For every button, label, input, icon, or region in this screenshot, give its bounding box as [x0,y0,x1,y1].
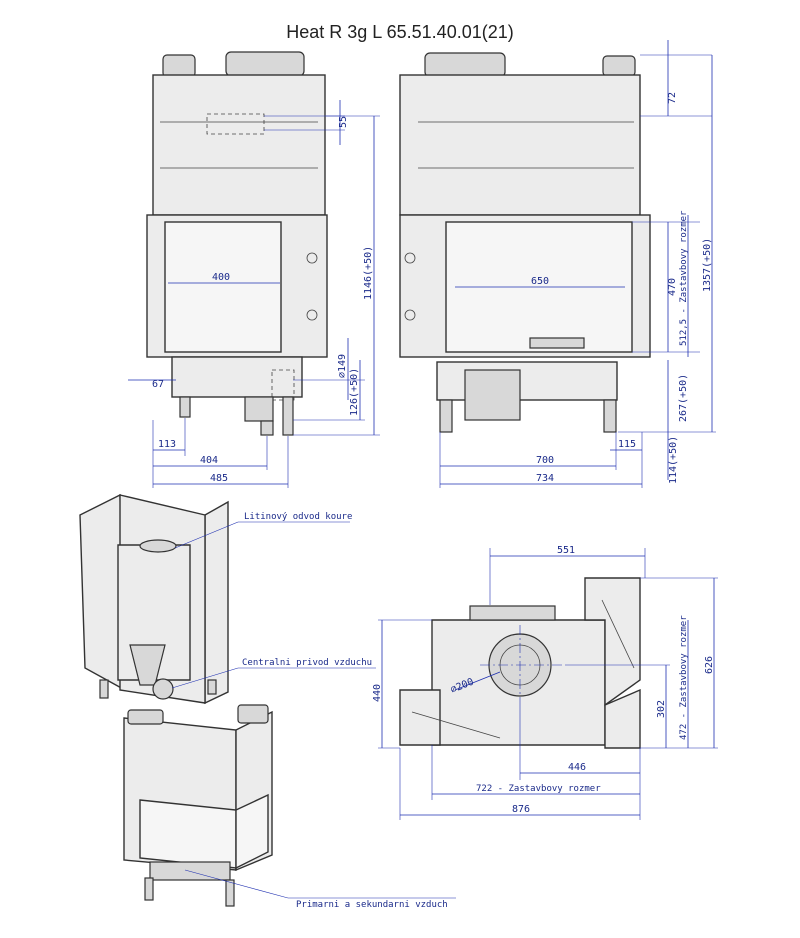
side-dim-700: 700 [536,455,554,466]
front-hinge-bottom [306,309,318,321]
iso1-right-panel [204,500,229,705]
side-top-handle-left [424,52,506,78]
drawing-title: Heat R 3g L 65.51.40.01(21) [286,22,514,42]
side-dim-1357: 1357(+50) [702,238,713,292]
side-base [436,361,618,401]
side-dim-470: 470 [667,278,678,296]
front-top-handle-center [225,51,305,77]
side-view: 650 72 470 512,5 - Zastavbovy rozmer 135… [399,40,716,488]
side-upper-body [399,74,641,216]
callout-flue: Litinový odvod koure [244,512,352,522]
plan-left-ear [399,689,441,746]
side-foot-left [439,399,453,433]
iso1-foot-1 [99,679,109,699]
front-view: 400 55 1146(+50) ∅149 126(+50) 67 113 [128,51,380,488]
front-dim-485: 485 [210,473,228,484]
callout-air-inlet-leader [171,667,239,689]
side-dim-115: 115 [618,439,636,450]
front-dim-67: 67 [152,379,164,390]
side-dim-267: 267(+50) [678,374,689,422]
side-top-handle-right [602,55,636,77]
side-dim-114: 114(+50) [668,436,679,484]
front-base [171,356,303,398]
plan-top-handle [469,605,556,621]
front-dim-126: 126(+50) [349,368,360,416]
callout-flue-leader [174,521,239,549]
side-grate [529,337,585,349]
side-dim-734: 734 [536,473,554,484]
iso2-base [149,861,231,881]
front-upper-body [152,74,326,216]
front-dim-149: ∅149 [337,354,348,378]
plan-dim-876: 876 [512,804,530,815]
front-foot-mid [260,420,274,436]
side-dim-650: 650 [531,276,549,287]
iso1-flue-collar [139,539,177,553]
iso2-foot-2 [225,879,235,907]
iso2-foot-1 [144,877,154,901]
plan-dim-302: 302 [656,700,667,718]
plan-dim-551: 551 [557,545,575,556]
iso2-handle-left [127,709,164,725]
front-top-slot-hidden [206,113,265,135]
side-air-box [464,369,521,421]
plan-dim-440: 440 [372,684,383,702]
side-hinge-top [404,252,416,264]
side-dim-512: 512,5 - Zastavbovy rozmer [679,210,689,346]
front-foot-left [179,396,191,418]
side-hinge-bottom [404,309,416,321]
front-glass [164,221,282,353]
plan-dim-472: 472 - Zastavbovy rozmer [679,615,689,740]
front-hinge-top [306,252,318,264]
front-dim-55: 55 [338,116,349,128]
plan-dim-626: 626 [704,656,715,674]
plan-view: 551 626 440 ∅200 302 472 - Zastavbovy ro… [372,545,718,820]
plan-door-arm-right [601,599,635,669]
iso1-foot-2 [207,679,217,695]
callout-primary-air-leader [184,869,289,899]
isometric-view-back: Litinový odvod koure Centralni privod vz… [79,493,376,705]
side-foot-right [603,399,617,433]
front-top-handle-left [162,54,196,78]
iso1-air-inlet [152,678,174,700]
plan-dim-446: 446 [568,762,586,773]
front-foot-right [282,396,294,436]
side-dim-72: 72 [667,92,678,104]
front-air-duct [244,396,274,422]
iso2-handle-right [237,704,269,724]
front-dim-113: 113 [158,439,176,450]
iso2-glass-front [139,799,237,869]
front-dim-400: 400 [212,272,230,283]
isometric-view-front: Primarni a sekundarni vzduch [123,704,456,910]
callout-primary-air: Primarni a sekundarni vzduch [296,900,448,910]
iso2-glass-side [235,793,269,870]
callout-air-inlet: Centralni privod vzduchu [242,658,372,668]
plan-dim-200-leader [454,671,501,691]
plan-door-arm-left [411,711,501,739]
front-dim-404: 404 [200,455,218,466]
plan-dim-722: 722 - Zastavbovy rozmer [476,784,601,794]
front-dim-1146: 1146(+50) [363,246,374,300]
